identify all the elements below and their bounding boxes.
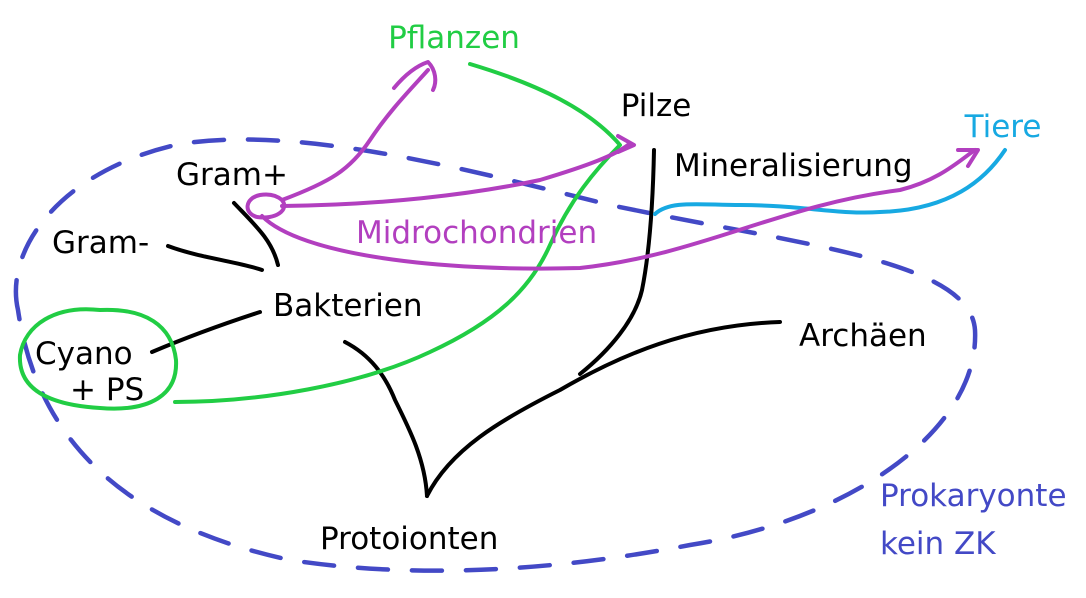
label-kein-zk: kein ZK [880, 526, 996, 562]
plant-lineage [17, 62, 622, 411]
cyano-to-pflanzen-line [173, 62, 622, 404]
gram-plus-loop [245, 192, 286, 220]
label-bakterien: Bakterien [273, 288, 423, 324]
label-pilze: Pilze [621, 88, 692, 124]
label-tiere: Tiere [964, 109, 1042, 145]
label-ps: + PS [70, 372, 144, 408]
label-prokaryonte: Prokaryonte [880, 478, 1067, 514]
branch-bakterien-cyano [150, 310, 262, 354]
cyano-circle [17, 307, 179, 411]
label-cyano: Cyano [35, 336, 133, 372]
arrow-to-pilze-head [616, 134, 636, 154]
label-gram-minus: Gram- [52, 225, 149, 261]
arrow-to-pflanzen-head [392, 60, 438, 92]
arrow-to-tiere [260, 148, 977, 271]
arrow-to-pflanzen [280, 68, 430, 202]
branch-pilze [578, 148, 656, 376]
branch-bakterien-gram-plus [232, 201, 280, 267]
branch-bakterien-gram-minus [166, 244, 264, 272]
label-gram-plus: Gram+ [176, 157, 288, 193]
label-mineralisierung: Mineralisierung [674, 148, 913, 184]
tiere-line [653, 148, 1007, 216]
branch-protoionten-archaeen [425, 320, 782, 498]
label-protoionten: Protoionten [320, 521, 498, 557]
tree-branches [150, 148, 782, 498]
arrow-to-pilze [280, 143, 630, 208]
label-midrochondrien: Midrochondrien [356, 215, 597, 251]
branch-protoionten-bakterien [343, 340, 429, 498]
label-pflanzen: Pflanzen [388, 20, 520, 56]
arrow-to-tiere-head [956, 148, 980, 168]
prokaryote-boundary [13, 137, 978, 573]
mitochondria-arrows [245, 60, 980, 271]
label-archaeen: Archäen [799, 318, 927, 354]
